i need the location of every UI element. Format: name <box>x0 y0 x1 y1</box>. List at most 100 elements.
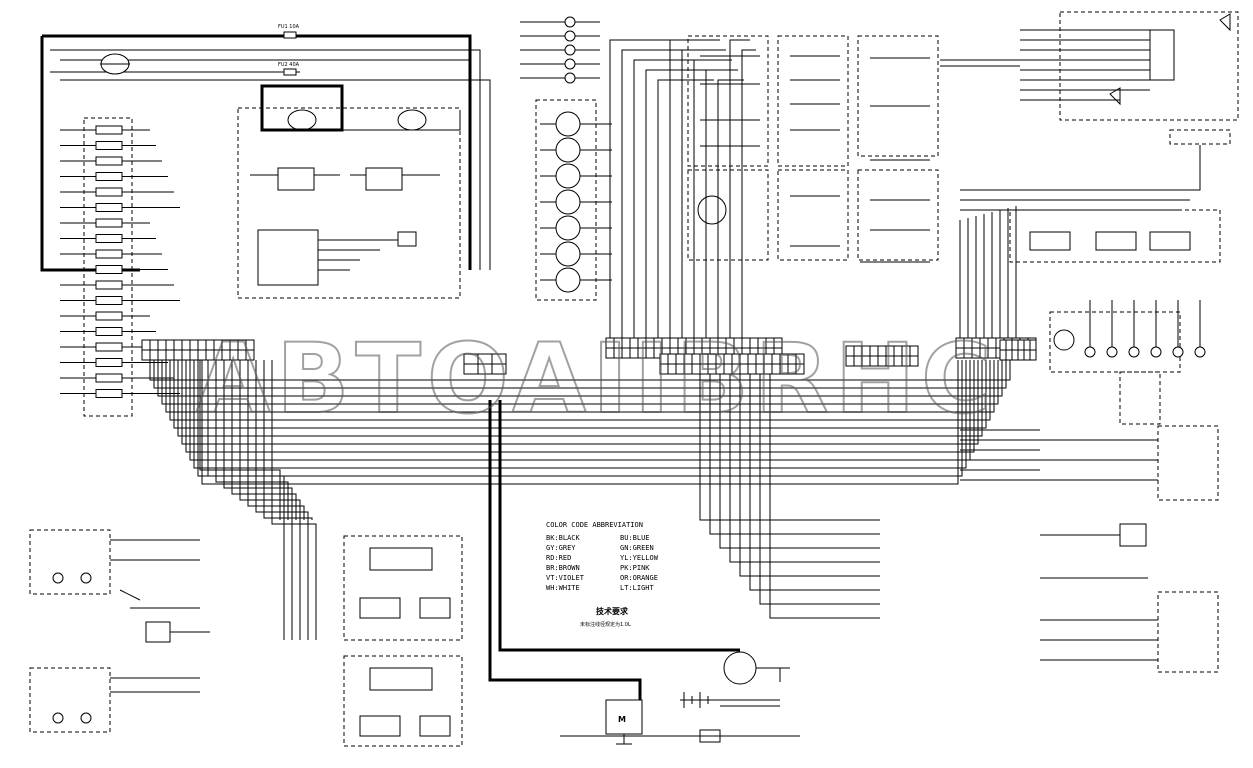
indicator-lamp <box>564 44 576 56</box>
indicator-lamp <box>564 30 576 42</box>
indicator-lamp <box>1172 346 1184 358</box>
switch-element <box>95 358 123 367</box>
legend-entry: BU:BLUE <box>620 534 650 542</box>
legend-entry: WH:WHITE <box>546 584 580 592</box>
lower-modules <box>343 535 463 747</box>
switch-element <box>95 280 123 290</box>
legend-entry: OR:ORANGE <box>620 574 658 582</box>
right-modules <box>960 129 1231 673</box>
switch-element <box>95 172 123 181</box>
wire <box>633 59 702 338</box>
switch-element <box>95 141 123 150</box>
power-section: M <box>488 400 800 745</box>
wire <box>149 360 1011 381</box>
indicator-lamp <box>1084 346 1096 358</box>
switch-element <box>95 203 123 212</box>
watermark: ABTOAIIBRHC <box>196 323 998 435</box>
gauge-dial <box>555 241 581 267</box>
legend-entry: BK:BLACK <box>546 534 581 542</box>
wire <box>699 374 880 521</box>
fuse2-label: FU2 40A <box>278 62 300 68</box>
wire <box>769 374 880 619</box>
wire <box>157 360 1003 397</box>
wire <box>621 49 696 338</box>
wire <box>719 374 880 549</box>
ignition-switch <box>697 195 727 225</box>
wire <box>255 360 309 640</box>
wire <box>169 360 991 421</box>
color-legend: COLOR CODE ABBREVIATION BK:BLACK GY:GREY… <box>546 521 659 628</box>
wire <box>729 374 880 563</box>
wire <box>759 374 880 605</box>
notes-heading: 技术要求 <box>596 606 629 616</box>
harness <box>149 39 1206 640</box>
wire <box>741 49 756 338</box>
fuse-fu1 <box>283 31 297 39</box>
radio-box <box>940 11 1239 121</box>
switch-element <box>95 327 123 336</box>
legend-entry: GN:GREEN <box>620 544 654 552</box>
switch-element <box>95 342 123 352</box>
gauge-dial <box>555 189 581 215</box>
wire <box>247 360 305 520</box>
indicator-lamp <box>1150 346 1162 358</box>
wire <box>645 69 708 338</box>
fuse1-label: FU1 10A <box>278 24 300 30</box>
wire <box>669 39 720 338</box>
lower-left-lamps <box>29 529 210 733</box>
wire <box>201 360 959 485</box>
switch-element <box>95 311 123 321</box>
wire <box>181 360 979 445</box>
indicator-lamp <box>1194 346 1206 358</box>
wire <box>189 360 971 461</box>
indicator-lamp <box>564 72 576 84</box>
motor-label: M <box>618 715 626 724</box>
wire <box>239 360 301 640</box>
wire <box>185 360 975 453</box>
wire <box>161 360 999 405</box>
relay-boxes <box>237 107 461 299</box>
switch-element <box>95 234 123 243</box>
gauge-column <box>520 16 612 301</box>
motor-symbol <box>1053 329 1075 351</box>
gauge-dial <box>555 111 581 137</box>
wire <box>173 360 987 429</box>
relay-coil <box>397 109 427 131</box>
wire <box>681 49 726 338</box>
wire <box>657 79 714 338</box>
legend-entry: VT:VIOLET <box>546 574 585 582</box>
starter-motor <box>605 699 643 735</box>
gauge-panel <box>535 99 597 301</box>
gauge-dial <box>555 215 581 241</box>
wire <box>709 374 880 535</box>
switch-element <box>95 389 123 398</box>
legend-entry: GY:GREY <box>546 544 576 552</box>
switch-element <box>95 187 123 197</box>
legend-title: COLOR CODE ABBREVIATION <box>546 521 643 529</box>
indicator-lamp <box>1106 346 1118 358</box>
wire <box>207 360 285 640</box>
top-power-bus: FU1 10A FU2 40A <box>40 24 491 272</box>
switch-element <box>95 373 123 383</box>
wire <box>717 79 744 338</box>
connector-blocks <box>141 337 1037 375</box>
gauge-dial <box>555 163 581 189</box>
wire <box>749 374 880 591</box>
wire <box>165 360 995 413</box>
wire <box>215 360 289 520</box>
legend-entry: BR:BROWN <box>546 564 580 572</box>
indicator-lamp <box>1128 346 1140 358</box>
switch-element <box>95 218 123 228</box>
alternator <box>723 651 757 685</box>
wire <box>193 360 967 469</box>
legend-entry: RD:RED <box>546 554 571 562</box>
legend-entry: PK:PINK <box>620 564 650 572</box>
wire <box>705 69 738 338</box>
fuse-fu2 <box>283 68 297 76</box>
wire <box>609 39 690 338</box>
switch-element <box>95 296 123 305</box>
gauge-dial <box>555 267 581 293</box>
wire <box>693 59 732 338</box>
left-switch-column <box>60 117 180 417</box>
